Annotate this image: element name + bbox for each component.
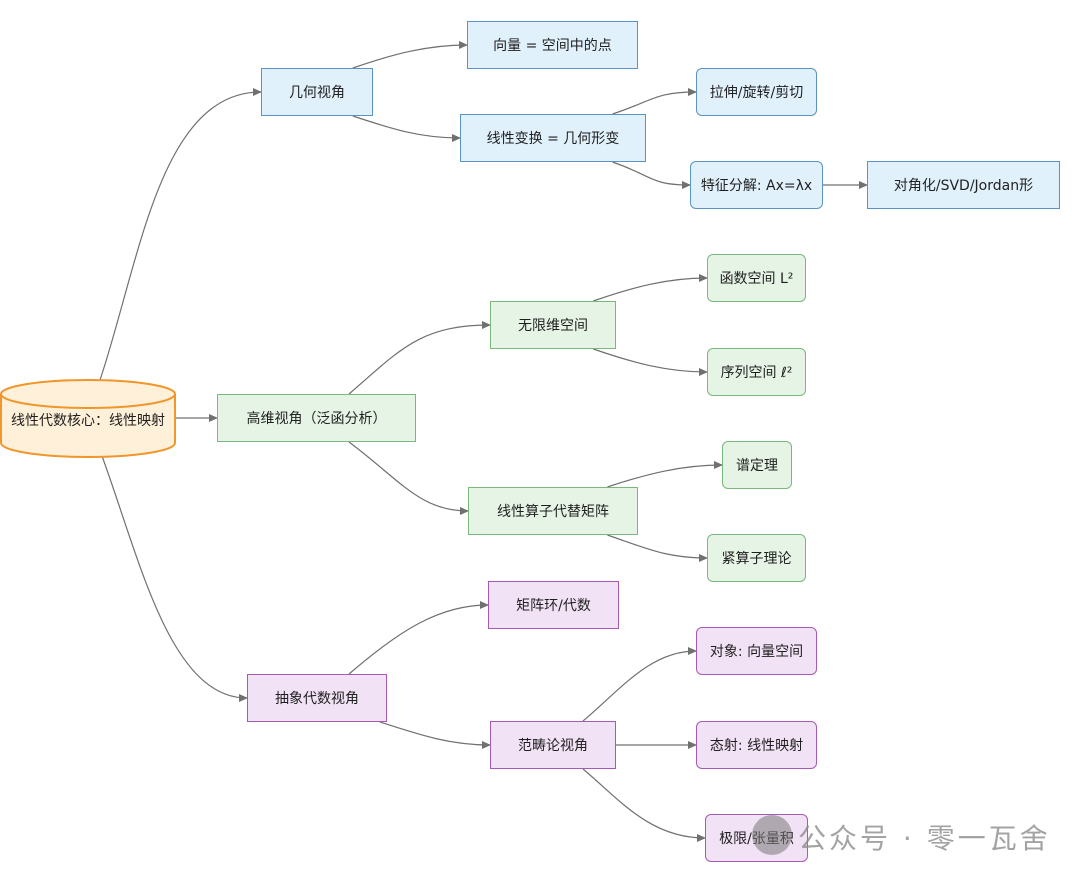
node-op[interactable]: 线性算子代替矩阵 <box>468 487 638 535</box>
node-stretch[interactable]: 拉伸/旋转/剪切 <box>696 68 817 116</box>
edge-cat-lim <box>582 768 706 842</box>
node-diag[interactable]: 对角化/SVD/Jordan形 <box>867 161 1060 209</box>
edge-cat-obj <box>582 647 697 722</box>
node-label: 矩阵环/代数 <box>516 598 591 614</box>
edge-inf-l2 <box>593 274 708 302</box>
node-mor[interactable]: 态射: 线性映射 <box>696 721 817 769</box>
node-label: 无限维空间 <box>518 318 588 334</box>
node-label: 函数空间 L² <box>719 271 794 287</box>
node-seq[interactable]: 序列空间 ℓ² <box>707 348 806 396</box>
edge-root-geo <box>99 88 262 381</box>
node-label: 线性变换 = 几何形变 <box>486 131 620 147</box>
node-label: 线性算子代替矩阵 <box>497 504 609 520</box>
edge-inf-seq <box>593 348 708 376</box>
node-l2[interactable]: 函数空间 L² <box>707 254 806 302</box>
watermark: 公众号 · 零一瓦舍 <box>798 822 1051 855</box>
node-label: 向量 = 空间中的点 <box>493 38 612 54</box>
node-label: 谱定理 <box>736 458 778 474</box>
node-abs[interactable]: 抽象代数视角 <box>247 674 387 722</box>
node-comp[interactable]: 紧算子理论 <box>707 534 806 582</box>
edge-abs-cat <box>379 721 491 749</box>
root-cylinder <box>0 379 176 458</box>
node-ring[interactable]: 矩阵环/代数 <box>488 581 619 629</box>
node-label: 序列空间 ℓ² <box>720 365 793 381</box>
node-cat[interactable]: 范畴论视角 <box>490 721 616 769</box>
node-label: 态射: 线性映射 <box>709 738 804 754</box>
node-label: 紧算子理论 <box>721 551 792 567</box>
node-spec[interactable]: 谱定理 <box>722 441 792 489</box>
node-eig[interactable]: 特征分解: Ax=λx <box>690 161 823 209</box>
edge-hd-op <box>348 441 469 515</box>
edge-op-comp <box>607 534 708 562</box>
node-label: 抽象代数视角 <box>275 691 359 707</box>
edge-lt-eig <box>612 161 691 189</box>
node-vec[interactable]: 向量 = 空间中的点 <box>467 21 638 69</box>
edge-root-abs <box>101 455 248 702</box>
edge-abs-ring <box>348 601 489 675</box>
edge-lt-stretch <box>612 88 697 115</box>
node-label: 几何视角 <box>289 85 345 101</box>
edge-geo-lt <box>352 115 461 142</box>
edge-op-spec <box>607 461 723 488</box>
node-obj[interactable]: 对象: 向量空间 <box>696 627 817 675</box>
node-label: 范畴论视角 <box>518 738 588 754</box>
node-label: 拉伸/旋转/剪切 <box>709 85 804 101</box>
node-label: 对象: 向量空间 <box>709 644 804 660</box>
node-label: 对角化/SVD/Jordan形 <box>893 178 1034 194</box>
edge-hd-inf <box>348 321 491 395</box>
wechat-icon <box>752 815 792 855</box>
edge-geo-vec <box>352 41 468 69</box>
root-node-label[interactable]: 线性代数核心：线性映射 <box>11 413 165 429</box>
node-label: 特征分解: Ax=λx <box>700 178 813 194</box>
node-hd[interactable]: 高维视角（泛函分析） <box>217 394 416 442</box>
node-lt[interactable]: 线性变换 = 几何形变 <box>460 114 646 162</box>
node-label: 高维视角（泛函分析） <box>246 411 387 427</box>
node-geo[interactable]: 几何视角 <box>261 68 373 116</box>
node-inf[interactable]: 无限维空间 <box>490 301 616 349</box>
